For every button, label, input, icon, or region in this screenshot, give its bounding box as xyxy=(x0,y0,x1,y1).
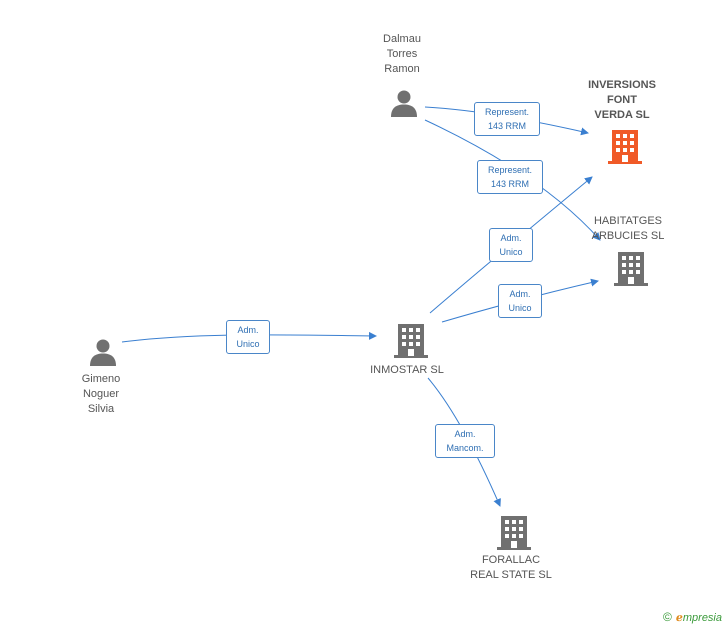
person-icon[interactable] xyxy=(88,337,118,367)
edge-label-represent: Represent. 143 RRM xyxy=(477,160,543,194)
edge-label-adm-unico: Adm. Unico xyxy=(489,228,533,262)
building-icon[interactable] xyxy=(497,514,531,550)
building-icon[interactable] xyxy=(608,128,642,164)
edge-label-adm-mancom: Adm. Mancom. xyxy=(435,424,495,458)
edge-label-adm-unico: Adm. Unico xyxy=(498,284,542,318)
node-label-inmostar[interactable]: INMOSTAR SL xyxy=(370,364,444,376)
edge-label-adm-unico: Adm. Unico xyxy=(226,320,270,354)
empresia-watermark: ©ℯmpresia xyxy=(663,610,722,624)
building-icon[interactable] xyxy=(394,322,428,358)
node-label-forallac[interactable]: FORALLAC REAL STATE SL xyxy=(470,554,552,581)
building-icon[interactable] xyxy=(614,250,648,286)
copyright-icon: © xyxy=(663,610,672,624)
node-label-inversions[interactable]: INVERSIONS FONT VERDA SL xyxy=(588,79,656,121)
node-label-gimeno[interactable]: Gimeno Noguer Silvia xyxy=(81,373,121,415)
node-label-habitatges[interactable]: HABITATGES ARBUCIES SL xyxy=(591,215,665,242)
node-label-dalmau[interactable]: Dalmau Torres Ramon xyxy=(383,33,421,75)
person-icon[interactable] xyxy=(389,88,419,118)
edge-label-represent: Represent. 143 RRM xyxy=(474,102,540,136)
empresia-logo: ℯmpresia xyxy=(675,612,722,624)
